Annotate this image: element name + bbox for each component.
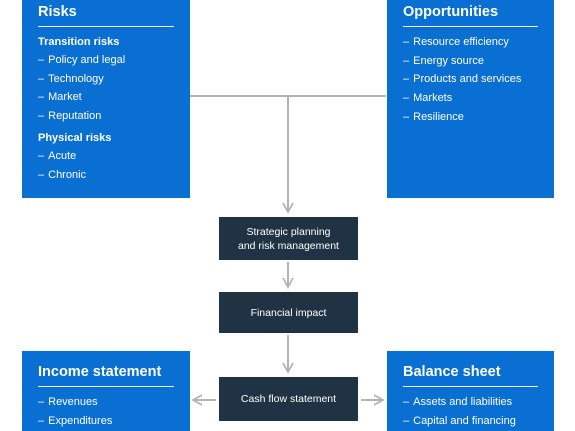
- income-statement-title: Income statement: [38, 364, 174, 387]
- opportunities-panel: Opportunities –Resource efficiency –Ener…: [387, 0, 554, 198]
- risk-item: –Technology: [38, 72, 104, 85]
- opportunity-item: –Products and services: [403, 73, 522, 86]
- financial-impact-node: Financial impact: [219, 292, 358, 333]
- cash-flow-node: Cash flow statement: [219, 377, 358, 421]
- opportunity-item: –Resource efficiency: [403, 36, 509, 48]
- financial-impact-label: Financial impact: [250, 306, 327, 319]
- income-statement-panel: Income statement –Revenues –Expenditures: [22, 351, 190, 431]
- risk-item: –Reputation: [38, 110, 102, 123]
- risk-item: –Market: [38, 91, 82, 104]
- risk-item: –Acute: [38, 149, 77, 162]
- income-item: –Expenditures: [38, 414, 113, 427]
- transition-risks-title: Transition risks: [38, 36, 120, 48]
- balance-sheet-title: Balance sheet: [403, 364, 538, 387]
- balance-item: –Capital and financing: [403, 414, 516, 427]
- risks-panel: Risks Transition risks –Policy and legal…: [22, 0, 190, 198]
- balance-sheet-panel: Balance sheet –Assets and liabilities –C…: [387, 351, 554, 431]
- risks-title: Risks: [38, 4, 174, 27]
- opportunity-item: –Energy source: [403, 54, 485, 67]
- income-item: –Revenues: [38, 396, 98, 408]
- strategic-line-2: and risk management: [238, 239, 339, 252]
- risk-item: –Policy and legal: [38, 54, 126, 66]
- opportunity-item: –Resilience: [403, 110, 464, 123]
- cash-flow-label: Cash flow statement: [240, 393, 337, 405]
- opportunities-title: Opportunities: [403, 4, 538, 27]
- strategic-planning-node: Strategic planning and risk management: [219, 217, 358, 260]
- balance-item: –Assets and liabilities: [403, 396, 513, 408]
- strategic-line-1: Strategic planning: [246, 225, 331, 238]
- risk-item: –Chronic: [38, 168, 87, 181]
- physical-risks-title: Physical risks: [38, 131, 112, 144]
- opportunity-item: –Markets: [403, 92, 453, 105]
